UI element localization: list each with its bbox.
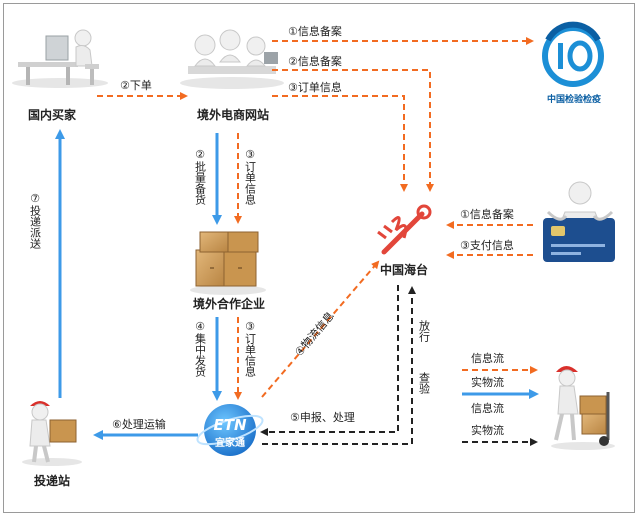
partner-label: 境外合作企业 <box>193 296 265 311</box>
ecommerce-label: 境外电商网站 <box>197 107 269 122</box>
buyer-figure-icon <box>12 29 108 88</box>
order-info-top-label: ③订单信息 <box>288 80 342 94</box>
order-info-v1-label: ③订单信息 <box>244 148 257 205</box>
cargo-boxes-icon <box>190 231 266 295</box>
etn-logo-icon <box>196 404 264 456</box>
transport-label: ⑥处理运输 <box>112 417 166 431</box>
ecommerce-staff-icon <box>180 29 284 89</box>
legend-info-flow-2-label: 信息流 <box>471 401 504 415</box>
release-inspect-arrow <box>260 285 399 436</box>
etn-subtext: 宜家通 <box>215 436 245 449</box>
pay-info-label: ③支付信息 <box>460 238 514 252</box>
ciq-logo-icon <box>542 21 604 87</box>
batch-stock-text: ②批量备货 <box>194 148 207 206</box>
customs-label: 中国海台 <box>380 262 428 277</box>
declare-arrow <box>262 286 416 445</box>
payment-card-icon <box>543 181 615 262</box>
diagram-frame <box>3 3 635 513</box>
pay-record-label: ①信息备案 <box>460 207 514 221</box>
order-info-v2-label: ③订单信息 <box>244 320 257 377</box>
place-order-label: ②下单 <box>120 79 152 92</box>
release-label: 放行 <box>418 319 431 343</box>
declare-label: ⑤申报、处理 <box>290 410 355 424</box>
legend: 信息流 实物流 信息流 实物流 <box>462 351 539 446</box>
hand-truck-figure-icon <box>551 366 615 450</box>
logistics-info-label: ④物流信息 <box>292 309 337 359</box>
batch-stock-label: ②批量备货 <box>194 148 207 206</box>
deliver-label: ⑦投递派送 <box>29 192 42 249</box>
ciq-label: 中国检验检疫 <box>547 93 601 105</box>
buyer-label: 国内买家 <box>28 107 77 122</box>
courier-figure-icon <box>22 401 82 466</box>
legend-goods-flow-2-label: 实物流 <box>471 423 504 437</box>
centralized-ship-label: ④集中发货 <box>194 320 207 378</box>
legend-info-flow-label: 信息流 <box>471 351 504 365</box>
info-record-top-label: ①信息备案 <box>288 24 342 38</box>
delivery-label: 投递站 <box>34 473 70 488</box>
legend-goods-flow-label: 实物流 <box>471 375 504 389</box>
inspect-label: 查验 <box>418 371 431 395</box>
info-record-2-label: ②信息备案 <box>288 54 342 68</box>
order-info-arrow-top <box>272 95 408 192</box>
info-record-arrow-2 <box>272 69 434 192</box>
etn-text: ETN <box>213 416 246 434</box>
customs-emblem-icon <box>377 204 432 255</box>
